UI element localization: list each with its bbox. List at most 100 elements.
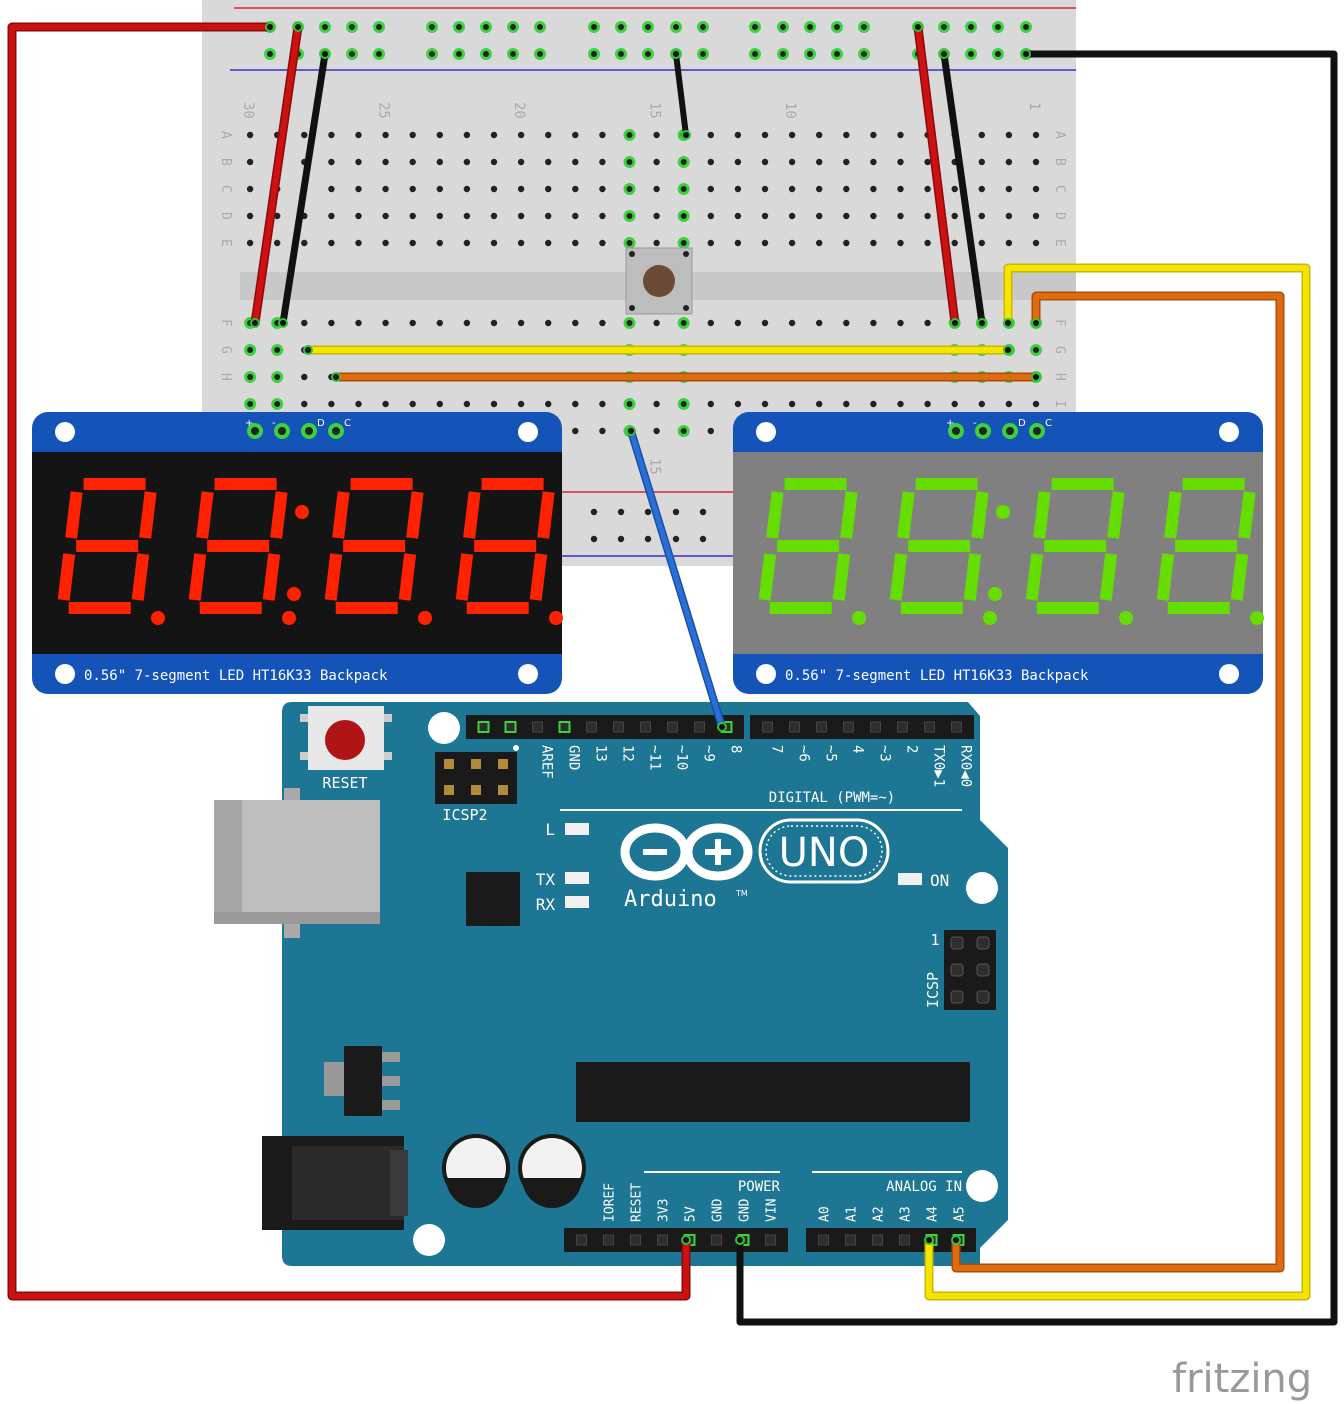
reset-button[interactable] — [300, 706, 392, 770]
pin-header — [564, 1228, 788, 1252]
breadboard-hole — [788, 185, 796, 193]
analog-pin-label: A1 — [845, 1206, 860, 1222]
breadboard-hole — [355, 158, 362, 166]
decimal-point — [1250, 611, 1264, 625]
breadboard-hole — [978, 158, 985, 166]
mount-hole — [1219, 422, 1239, 442]
mount-hole — [413, 1224, 445, 1256]
power-pin-label: 5V — [684, 1206, 699, 1222]
breadboard-hole — [677, 237, 690, 249]
breadboard-hole — [1005, 239, 1013, 247]
breadboard-hole — [301, 319, 308, 327]
capacitor — [518, 1134, 586, 1208]
breadboard-hole — [244, 371, 257, 383]
digital-pin-label: 8 — [728, 745, 744, 753]
breadboard-hole — [951, 400, 958, 408]
breadboard-hole — [490, 185, 498, 193]
voltage-regulator — [344, 1046, 382, 1116]
led-rx — [565, 896, 589, 908]
power-pin-label: GND — [738, 1198, 753, 1222]
breadboard-hole — [761, 400, 769, 408]
breadboard-hole — [897, 131, 904, 139]
rail-hole — [617, 508, 625, 516]
breadboard-col-number: 20 — [511, 102, 527, 119]
rail-hole — [992, 48, 1004, 60]
rail-hole — [697, 48, 709, 60]
header-socket — [603, 1234, 614, 1246]
led-tx-label: TX — [536, 870, 556, 889]
breadboard-hole — [677, 156, 690, 168]
header-socket — [870, 721, 881, 733]
led-tx — [565, 872, 589, 884]
breadboard-hole — [924, 185, 931, 193]
segment — [1156, 553, 1175, 601]
rail-hole — [534, 48, 546, 60]
breadboard-hole — [409, 131, 416, 139]
breadboard-hole — [843, 131, 850, 139]
power-pin-label: GND — [711, 1198, 726, 1222]
segment — [139, 491, 157, 539]
breadboard-hole — [623, 183, 636, 195]
breadboard-hole — [355, 131, 362, 139]
digital-pin-label: RX0◀0 — [958, 745, 974, 787]
segment — [537, 491, 555, 539]
breadboard-hole — [623, 129, 636, 141]
breadboard-row-letter: C — [1052, 185, 1067, 193]
rail-hole — [590, 508, 598, 516]
breadboard-hole — [816, 158, 823, 166]
breadboard-hole — [1032, 400, 1040, 408]
header-socket — [576, 1234, 587, 1246]
breadboard-hole — [843, 400, 850, 408]
mount-hole — [518, 422, 538, 442]
analog-pin-label: A4 — [926, 1206, 941, 1222]
breadboard-hole — [816, 319, 823, 327]
breadboard-hole — [677, 317, 690, 329]
breadboard-hole — [924, 319, 931, 327]
rail-hole — [426, 21, 438, 33]
breadboard-col-number: 25 — [376, 102, 392, 119]
rail-hole — [672, 508, 680, 516]
breadboard-col-number: 30 — [240, 102, 256, 119]
breadboard-hole — [545, 319, 552, 327]
pin-header — [806, 1228, 976, 1252]
breadboard-hole — [978, 239, 985, 247]
header-socket — [818, 1234, 829, 1246]
push-button[interactable] — [625, 247, 693, 315]
rail-hole — [642, 48, 654, 60]
breadboard-row-letter: E — [218, 239, 233, 247]
breadboard-hole — [653, 239, 660, 247]
colon-dot — [988, 587, 1002, 601]
breadboard-row-letter: A — [218, 131, 233, 139]
header-socket — [897, 721, 908, 733]
breadboard-hole — [707, 239, 714, 247]
rail-hole — [588, 48, 600, 60]
breadboard-hole — [897, 400, 904, 408]
breadboard-hole — [246, 131, 254, 139]
breadboard-hole — [599, 400, 606, 408]
segment — [262, 553, 281, 601]
breadboard-hole — [599, 427, 606, 435]
breadboard-hole — [788, 212, 796, 220]
breadboard-hole — [517, 131, 525, 139]
breadboard-hole — [788, 400, 796, 408]
breadboard-hole — [436, 400, 443, 408]
breadboard-hole — [816, 239, 823, 247]
segment — [1164, 491, 1182, 539]
breadboard-hole — [1032, 158, 1040, 166]
segment — [398, 553, 417, 601]
rail-hole — [697, 21, 709, 33]
breadboard-hole — [463, 212, 471, 220]
uno-badge — [758, 818, 890, 884]
breadboard-hole — [274, 212, 281, 220]
pin-label: C — [1045, 418, 1052, 429]
header-socket — [843, 721, 854, 733]
breadboard-hole — [599, 319, 606, 327]
breadboard-hole — [843, 158, 850, 166]
reset-label: RESET — [322, 774, 367, 792]
breadboard-hole — [572, 185, 579, 193]
breadboard-hole — [517, 158, 525, 166]
mount-hole — [55, 664, 75, 684]
segment — [406, 491, 424, 539]
digital-pin-label: 13 — [593, 745, 609, 762]
